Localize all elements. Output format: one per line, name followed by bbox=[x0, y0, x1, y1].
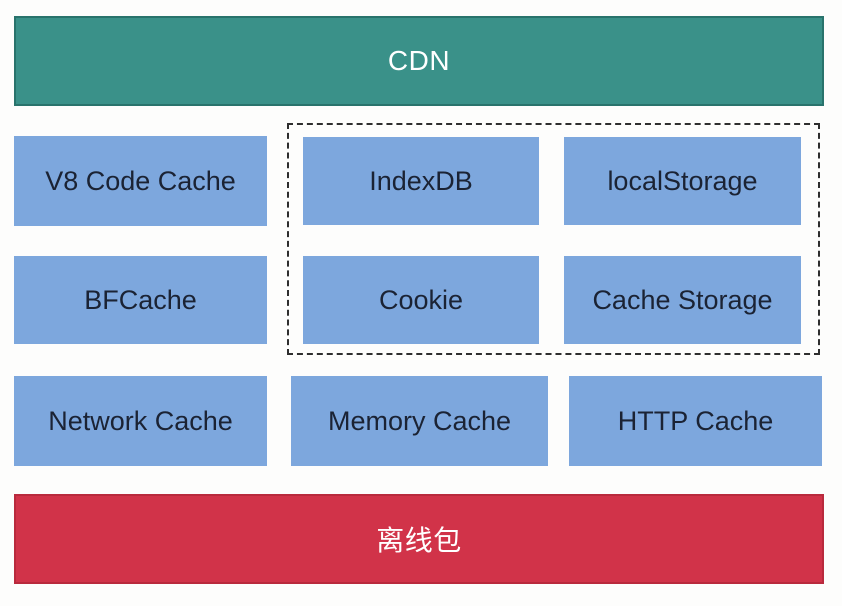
box-localstorage-label: localStorage bbox=[607, 165, 758, 196]
box-localstorage: localStorage bbox=[564, 137, 801, 225]
box-v8-code-cache: V8 Code Cache bbox=[14, 136, 267, 226]
box-cookie: Cookie bbox=[303, 256, 539, 344]
box-indexdb: IndexDB bbox=[303, 137, 539, 225]
box-bfcache: BFCache bbox=[14, 256, 267, 344]
box-http-cache-label: HTTP Cache bbox=[617, 405, 774, 436]
box-v8-code-cache-label: V8 Code Cache bbox=[45, 165, 236, 196]
offline-package-banner-label: 离线包 bbox=[376, 525, 462, 556]
box-memory-cache-label: Memory Cache bbox=[327, 405, 512, 436]
box-bfcache-label: BFCache bbox=[84, 284, 197, 315]
box-http-cache: HTTP Cache bbox=[569, 376, 822, 466]
box-network-cache: Network Cache bbox=[14, 376, 267, 466]
box-cookie-label: Cookie bbox=[378, 284, 464, 315]
web-storage-dashed-group bbox=[287, 123, 820, 355]
box-indexdb-label: IndexDB bbox=[369, 165, 473, 196]
box-network-cache-label: Network Cache bbox=[48, 405, 233, 436]
cdn-banner: CDN bbox=[14, 16, 824, 106]
offline-package-banner: 离线包 bbox=[14, 494, 824, 584]
cdn-banner-label: CDN bbox=[387, 45, 451, 76]
box-memory-cache: Memory Cache bbox=[291, 376, 548, 466]
box-cache-storage: Cache Storage bbox=[564, 256, 801, 344]
box-cache-storage-label: Cache Storage bbox=[592, 284, 773, 315]
